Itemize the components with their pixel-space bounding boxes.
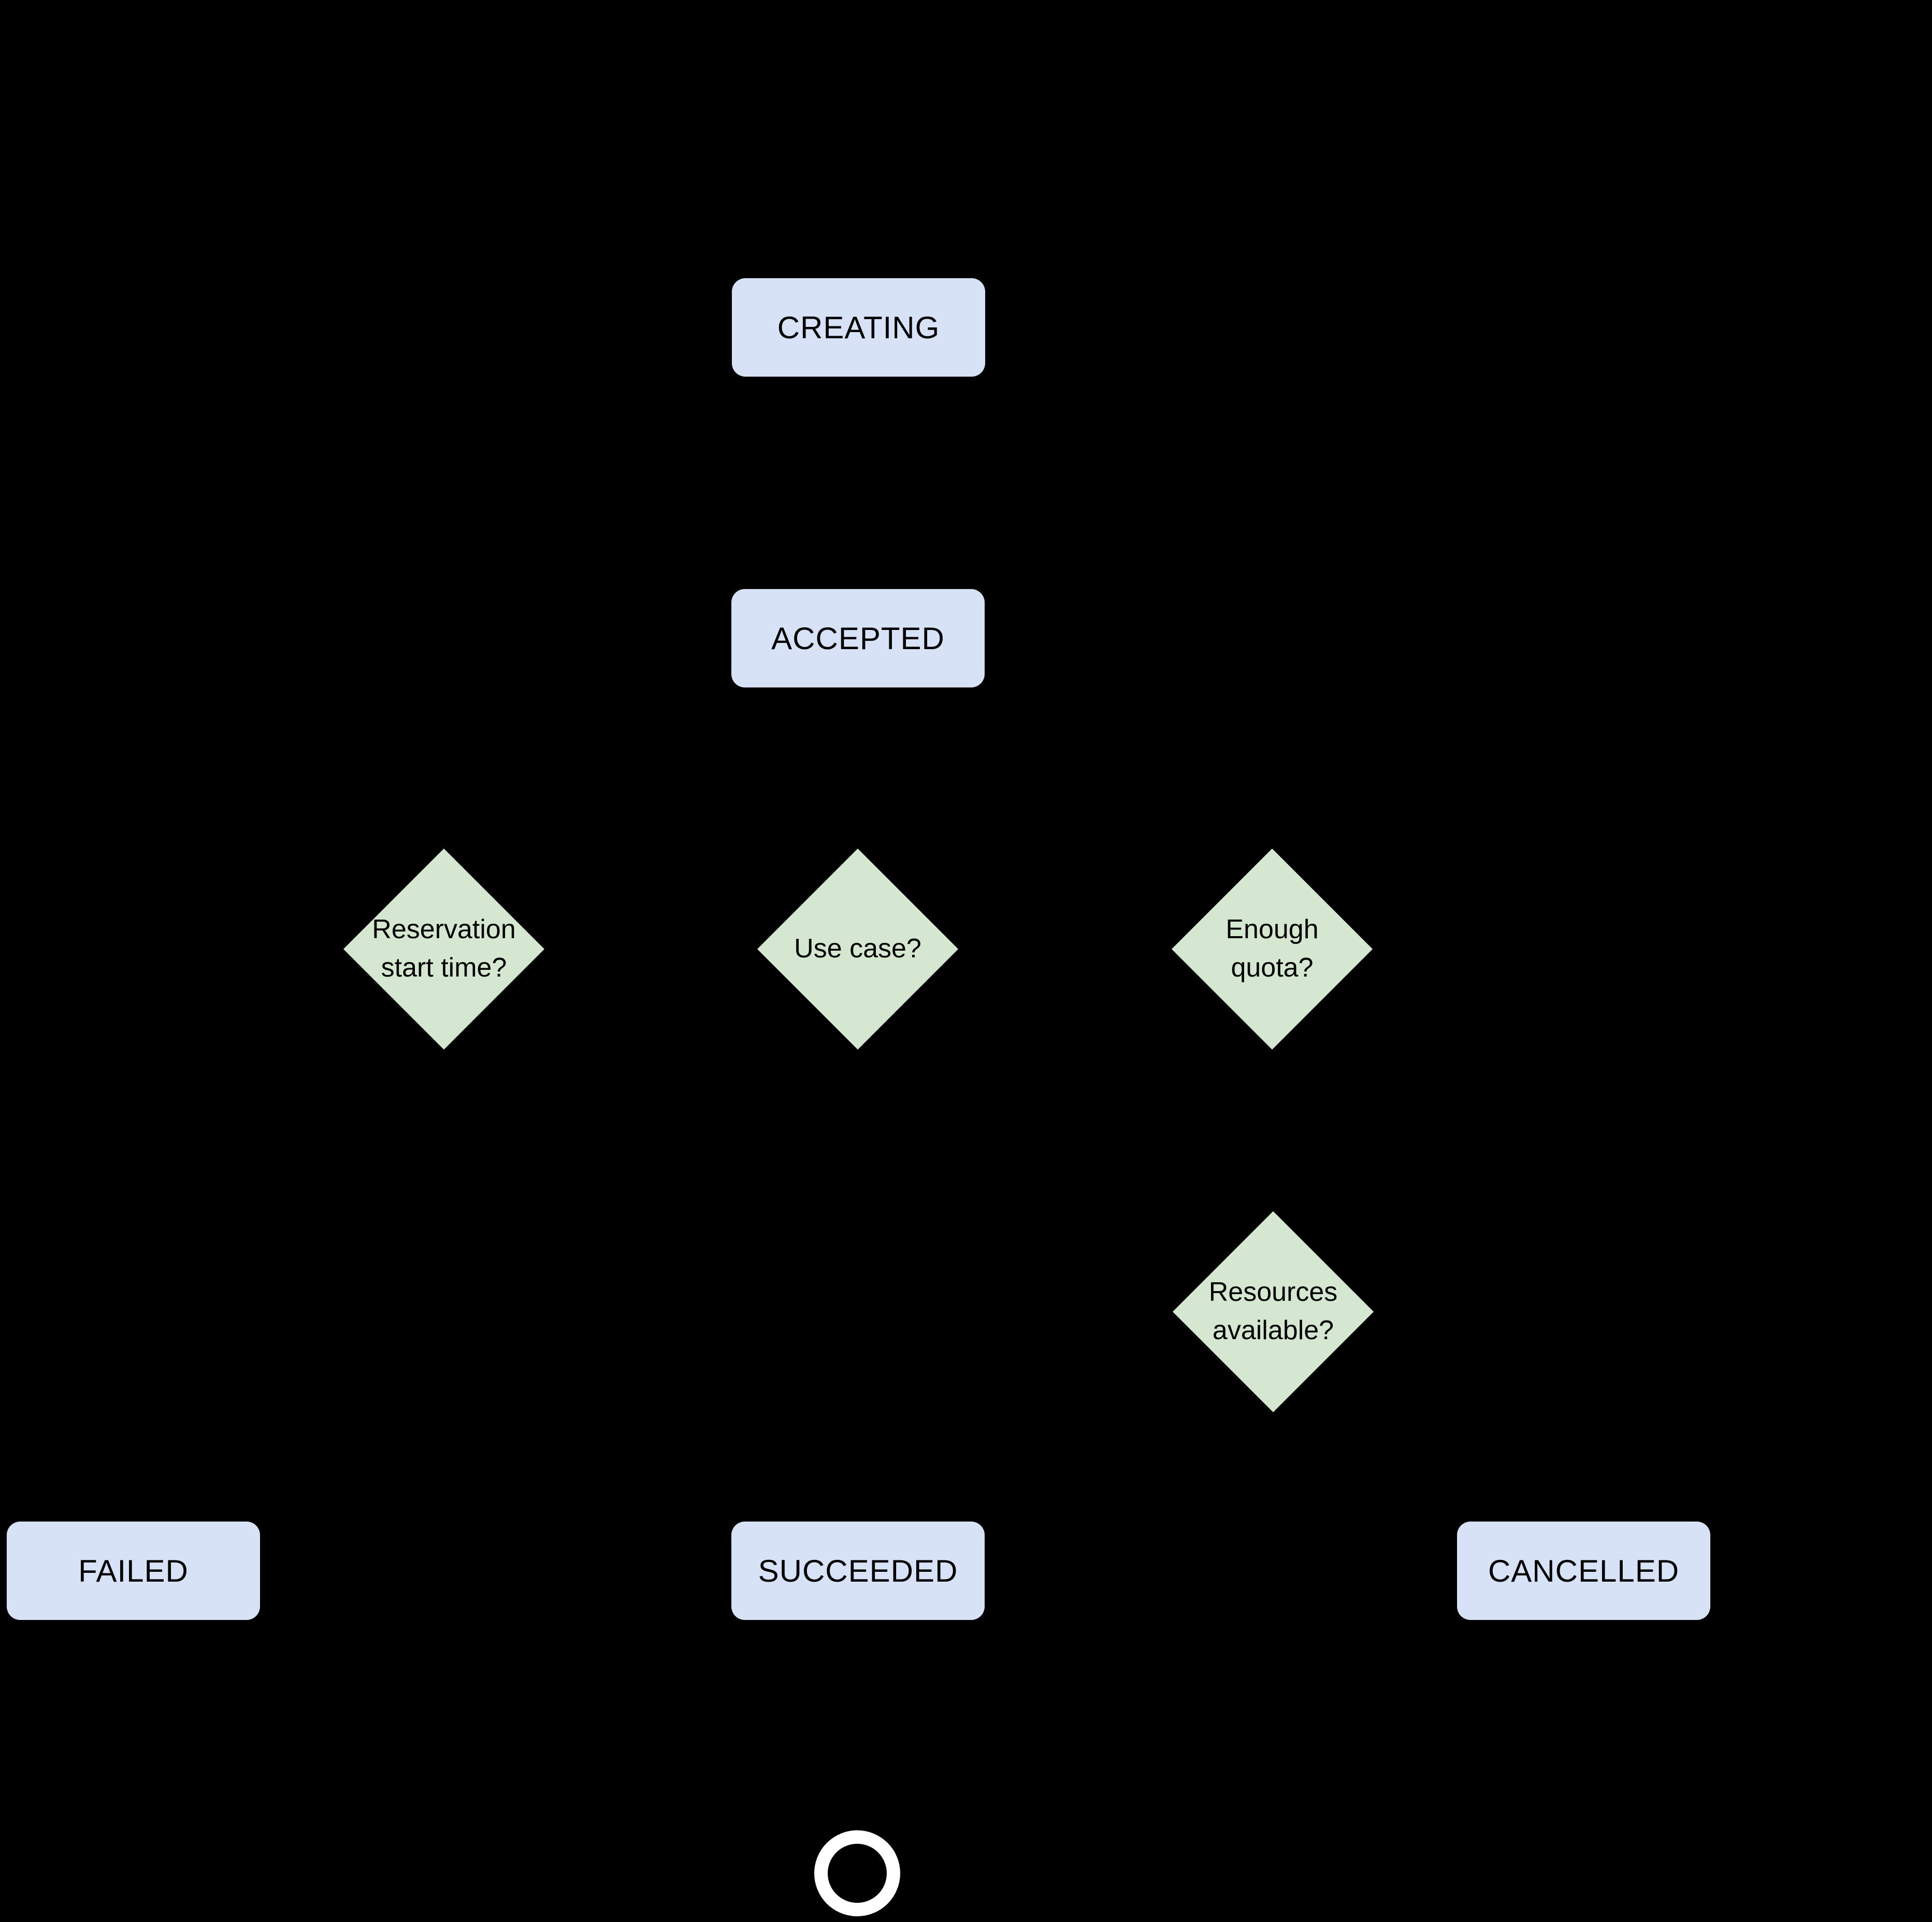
state-node-creating: CREATING: [732, 278, 985, 377]
state-node-cancelled-label: CANCELLED: [1488, 1553, 1680, 1588]
decision-node-reservation-start-time-label: Reservation start time?: [372, 914, 516, 983]
state-node-accepted: ACCEPTED: [731, 589, 985, 687]
end-state-circle-icon: [814, 1830, 900, 1916]
decision-node-enough-quota-label: Enough quota?: [1225, 914, 1319, 983]
state-node-succeeded-label: SUCCEEDED: [758, 1553, 958, 1588]
decision-node-resources-available-label: Resources available?: [1208, 1277, 1338, 1345]
state-node-accepted-label: ACCEPTED: [771, 621, 945, 656]
decision-node-enough-quota: Enough quota?: [1172, 849, 1373, 1050]
decision-node-reservation-start-time: Reservation start time?: [343, 849, 544, 1050]
decision-node-use-case-label: Use case?: [794, 934, 921, 964]
state-node-creating-label: CREATING: [777, 310, 940, 345]
state-node-failed: FAILED: [7, 1522, 260, 1620]
state-node-failed-label: FAILED: [78, 1553, 189, 1588]
state-node-cancelled: CANCELLED: [1457, 1522, 1710, 1620]
decision-node-resources-available: Resources available?: [1173, 1211, 1374, 1412]
state-node-succeeded: SUCCEEDED: [731, 1522, 985, 1620]
decision-node-use-case: Use case?: [757, 849, 958, 1050]
